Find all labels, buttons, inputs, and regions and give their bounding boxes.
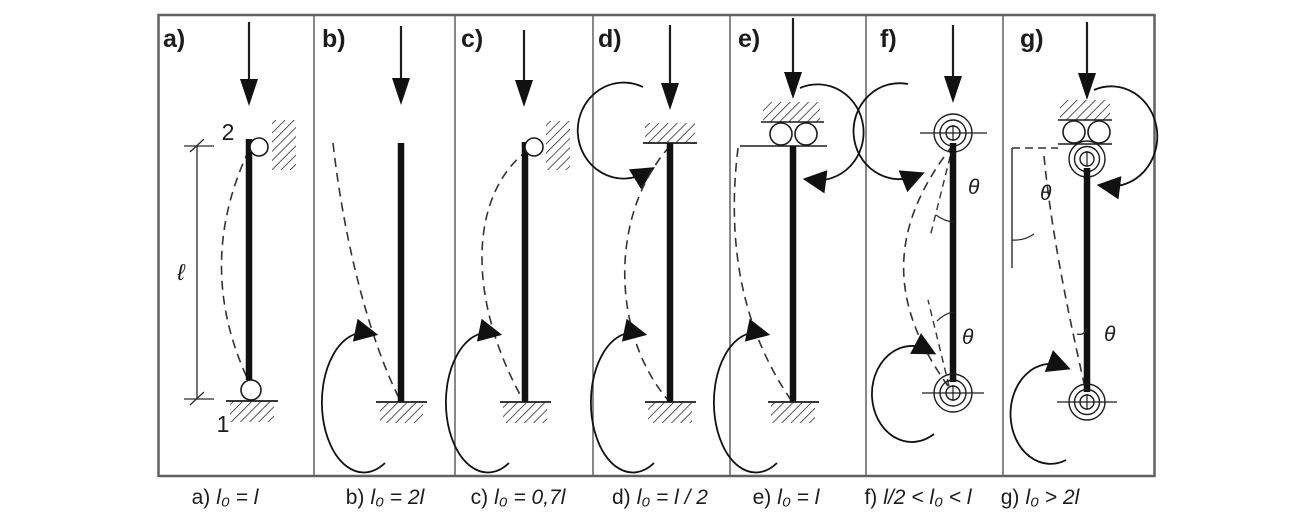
buckled-shape-dashed: [1043, 155, 1087, 393]
ceiling-hatch: [1060, 100, 1110, 120]
top-pin-icon: [524, 137, 544, 157]
panel-b: b): [321, 25, 427, 474]
panel-d: d): [576, 25, 697, 474]
buckled-shape-dashed: [623, 145, 671, 401]
panel-b-label: b): [322, 25, 346, 53]
theta-label-bottom: θ: [962, 326, 974, 349]
caption-d-formula: l₀ = l / 2: [636, 486, 708, 509]
ground-hatch: [771, 402, 815, 423]
angle-arc-bottom: [936, 311, 954, 322]
caption-f-formula: l/2 < l₀ < l: [883, 486, 972, 509]
length-symbol: ℓ: [176, 259, 186, 285]
load-arrow: [515, 30, 533, 107]
dimension-line: [184, 138, 214, 406]
angle-arc-bottom: [1076, 327, 1088, 335]
ceiling-hatch: [763, 102, 820, 122]
roller-icon: [1087, 120, 1111, 144]
caption-c: c)l₀ = 0,7l: [471, 486, 566, 510]
buckled-shape-dashed: [481, 149, 529, 401]
load-arrow: [661, 25, 679, 110]
buckled-shape-dashed: [332, 142, 401, 401]
caption-b: b)l₀ = 2l: [346, 486, 424, 510]
caption-e-prefix: e): [752, 486, 772, 509]
angle-arc-top: [1011, 233, 1035, 241]
ground-hatch: [648, 402, 692, 423]
panel-e-label: e): [738, 25, 760, 53]
tangent-dashed-bottom: [927, 299, 950, 387]
base-moment-arrow: [871, 333, 937, 443]
rotational-spring-icon: [922, 373, 984, 413]
buckled-shape-dashed: [902, 144, 954, 387]
wall-hatch: [546, 121, 570, 170]
caption-d: d)l₀ = l / 2: [612, 486, 708, 510]
panel-g-label: g): [1020, 25, 1044, 53]
caption-c-prefix: c): [470, 486, 489, 509]
caption-e: e)l₀ = l: [753, 486, 820, 510]
ceiling-hatch: [645, 123, 695, 143]
top-moment-arrow: [1093, 85, 1159, 200]
ground-hatch: [503, 402, 547, 423]
theta-label-bottom: θ: [1104, 323, 1116, 346]
caption-g-formula: l₀ > 2l: [1025, 486, 1080, 509]
rotational-spring-icon: [1057, 383, 1117, 421]
base-moment-arrow: [713, 318, 778, 474]
base-moment-arrow: [590, 318, 655, 474]
panel-c-label: c): [461, 25, 483, 53]
panel-a-label: a): [163, 25, 185, 53]
panel-dividers: [313, 16, 1004, 475]
panel-g: g) θ θ: [1009, 22, 1159, 465]
base-moment-arrow: [1009, 350, 1071, 465]
ground-hatch: [230, 401, 274, 422]
base-moment-arrow: [445, 318, 510, 474]
caption-g-prefix: g): [1000, 486, 1020, 509]
panel-f-label: f): [880, 25, 897, 53]
node-label-2: 2: [222, 119, 235, 145]
angle-arc-top: [935, 214, 954, 223]
load-arrow: [944, 25, 962, 103]
roller-icon: [1062, 120, 1086, 144]
ground-hatch: [380, 402, 423, 423]
base-moment-arrow: [321, 318, 386, 474]
panel-d-label: d): [598, 25, 622, 53]
caption-g: g)l₀ > 2l: [1001, 486, 1079, 510]
caption-a-formula: l₀ = l: [216, 486, 259, 509]
caption-a: a)l₀ = l: [192, 486, 259, 510]
panel-c: c): [445, 25, 570, 474]
load-arrow: [240, 22, 258, 106]
caption-c-formula: l₀ = 0,7l: [494, 486, 566, 509]
wall-hatch: [272, 120, 296, 170]
tangent-dashed-top: [929, 144, 954, 238]
load-arrow: [784, 18, 802, 99]
top-moment-arrow: [852, 82, 925, 193]
caption-b-formula: l₀ = 2l: [370, 486, 425, 509]
caption-a-prefix: a): [191, 486, 211, 509]
top-moment-arrow: [576, 81, 655, 190]
top-pin-icon: [249, 137, 269, 157]
caption-f-prefix: f): [864, 486, 878, 509]
roller-icon: [794, 122, 818, 146]
bottom-pin-icon: [240, 379, 262, 401]
load-arrow: [1078, 22, 1096, 100]
node-label-1: 1: [217, 411, 230, 437]
roller-icon: [769, 122, 793, 146]
top-moment-arrow: [799, 83, 865, 194]
caption-f: f)l/2 < l₀ < l: [864, 486, 971, 510]
buckled-shape-dashed: [220, 149, 252, 387]
theta-label-top: θ: [1040, 182, 1052, 205]
load-arrow: [392, 26, 410, 105]
theta-label-top: θ: [968, 176, 980, 199]
buckled-shape-dashed: [733, 147, 792, 401]
panel-f: f) θ θ: [852, 25, 987, 443]
caption-b-prefix: b): [345, 486, 365, 509]
panel-a: a) 2 1 ℓ: [163, 22, 296, 437]
panel-e: e): [713, 18, 865, 474]
caption-e-formula: l₀ = l: [777, 486, 820, 509]
figure-frame: [157, 13, 1156, 478]
caption-d-prefix: d): [612, 486, 631, 509]
